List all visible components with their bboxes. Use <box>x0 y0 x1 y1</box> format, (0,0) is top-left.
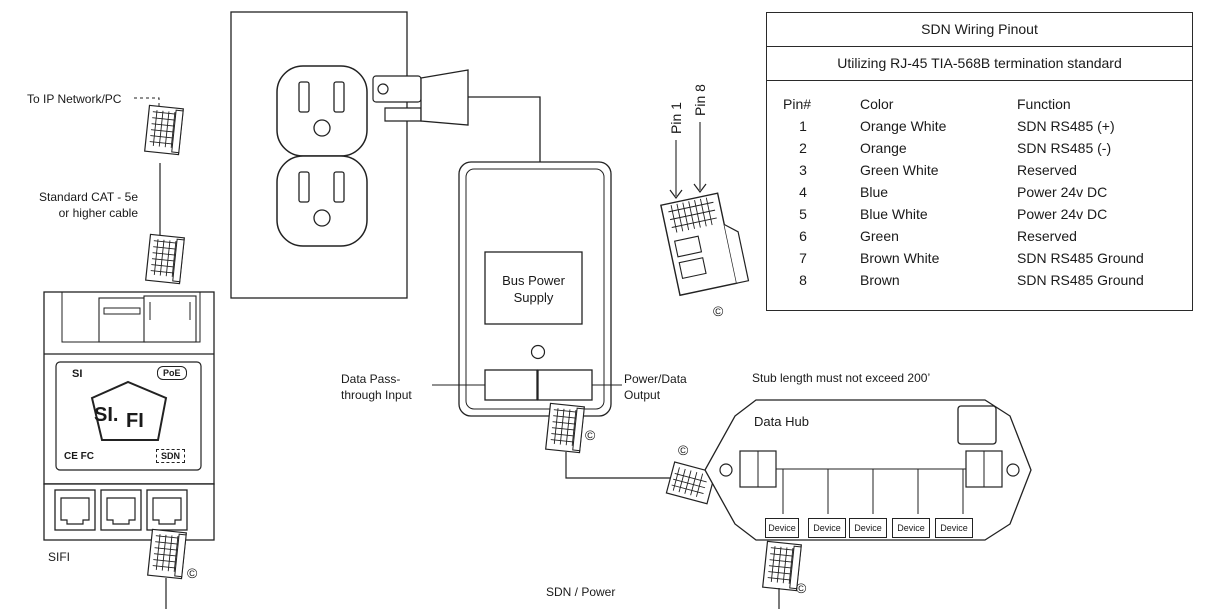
pinout-header: Pin# Color Function <box>767 93 1192 115</box>
pin-function: SDN RS485 Ground <box>1017 250 1144 266</box>
table-row: 3 Green White Reserved <box>767 159 1192 181</box>
wire-color: Orange White <box>860 118 947 134</box>
copyright-mark: © <box>585 427 596 443</box>
pin-number: 1 <box>799 118 807 134</box>
rj45-plug-hub-input <box>665 461 716 505</box>
pin-function: SDN RS485 (-) <box>1017 140 1112 156</box>
rj45-plug-sifi-output <box>147 528 187 609</box>
header-color: Color <box>860 96 894 112</box>
pin-number: 4 <box>799 184 807 200</box>
hub-device-port: Device <box>808 518 846 538</box>
copyright-mark: © <box>678 442 689 458</box>
pin-function: SDN RS485 Ground <box>1017 272 1144 288</box>
pin-function: SDN RS485 (+) <box>1017 118 1115 134</box>
sifi-brand-label: SI <box>72 368 83 380</box>
table-row: 1 Orange White SDN RS485 (+) <box>767 115 1192 137</box>
to-ip-network-label: To IP Network/PC <box>27 92 122 106</box>
power-plug <box>372 69 541 162</box>
pin-number: 8 <box>799 272 807 288</box>
data-hub <box>704 399 1032 541</box>
header-pin: Pin# <box>783 96 812 112</box>
sdn-badge: SDN <box>156 449 186 463</box>
rj45-pinout-plug <box>660 122 750 297</box>
data-pass-label-line2: through Input <box>341 388 412 402</box>
wire-color: Green White <box>860 162 939 178</box>
pin-function: Power 24v DC <box>1017 206 1108 222</box>
table-row: 5 Blue White Power 24v DC <box>767 203 1192 225</box>
hub-device-port: Device <box>765 518 799 538</box>
data-hub-title: Data Hub <box>754 414 809 429</box>
cert-marks: CE FC <box>64 451 94 462</box>
network-cable <box>134 97 185 285</box>
stub-length-label: Stub length must not exceed 200’ <box>752 371 931 385</box>
pinout-table: SDN Wiring Pinout Utilizing RJ-45 TIA-56… <box>766 12 1193 311</box>
cable-label-line1: Standard CAT - 5e <box>39 190 138 204</box>
wall-outlet <box>230 11 408 299</box>
table-row: 6 Green Reserved <box>767 225 1192 247</box>
cable-label-line2: or higher cable <box>58 206 138 220</box>
header-function: Function <box>1017 96 1071 112</box>
sifi-logo-fi: FI <box>126 410 144 432</box>
wire-color: Green <box>860 228 899 244</box>
pin-function: Reserved <box>1017 162 1077 178</box>
pin-number: 5 <box>799 206 807 222</box>
table-row: 4 Blue Power 24v DC <box>767 181 1192 203</box>
copyright-mark: © <box>713 303 724 319</box>
pin-number: 2 <box>799 140 807 156</box>
bus-power-label-line1: Bus Power <box>502 273 565 288</box>
data-pass-label-line1: Data Pass- <box>341 372 401 386</box>
bus-power-label-line2: Supply <box>513 290 554 305</box>
power-data-label-line2: Output <box>624 388 661 402</box>
wire-color: Brown White <box>860 250 940 266</box>
sifi-logo-si: SI. <box>94 404 119 426</box>
sifi-device <box>43 291 215 541</box>
wire-color: Brown <box>860 272 900 288</box>
pinout-title: SDN Wiring Pinout <box>767 13 1192 47</box>
hub-device-port: Device <box>892 518 930 538</box>
pin-number: 6 <box>799 228 807 244</box>
rj45-plug-psu <box>545 402 686 479</box>
copyright-mark: © <box>796 580 807 596</box>
pin-number: 7 <box>799 250 807 266</box>
pin-number: 3 <box>799 162 807 178</box>
pin1-label: Pin 1 <box>668 102 684 134</box>
rj45-plug-hub-output <box>762 540 802 609</box>
power-data-label-line1: Power/Data <box>624 372 687 386</box>
copyright-mark: © <box>187 565 198 581</box>
table-row: 8 Brown SDN RS485 Ground <box>767 269 1192 291</box>
table-row: 7 Brown White SDN RS485 Ground <box>767 247 1192 269</box>
pin8-label: Pin 8 <box>692 84 708 116</box>
sifi-label: SIFI <box>48 550 71 564</box>
hub-device-port: Device <box>849 518 887 538</box>
wire-color: Blue White <box>860 206 928 222</box>
pin-function: Reserved <box>1017 228 1077 244</box>
pin-function: Power 24v DC <box>1017 184 1108 200</box>
poe-badge: PoE <box>157 366 187 380</box>
table-row: 2 Orange SDN RS485 (-) <box>767 137 1192 159</box>
sdn-power-label: SDN / Power <box>546 585 616 599</box>
bus-power-supply <box>432 161 622 417</box>
wire-color: Orange <box>860 140 907 156</box>
pinout-subtitle: Utilizing RJ-45 TIA-568B termination sta… <box>767 47 1192 81</box>
wire-color: Blue <box>860 184 889 200</box>
hub-device-port: Device <box>935 518 973 538</box>
